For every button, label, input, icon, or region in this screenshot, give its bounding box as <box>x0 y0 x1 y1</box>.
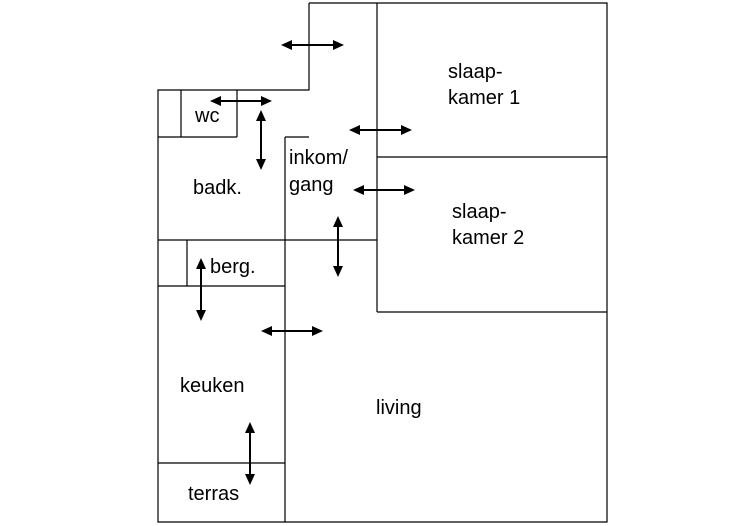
outer-wall <box>157 2 608 523</box>
label-living: living <box>376 397 422 419</box>
arrow-keuken-living <box>261 326 323 336</box>
arrowhead <box>281 40 292 50</box>
arrowhead <box>245 474 255 485</box>
label-inkom-line-1: inkom/ <box>289 147 348 169</box>
arrow-berg-keuken <box>196 258 206 321</box>
label-badk: badk. <box>193 177 242 199</box>
arrowhead <box>210 96 221 106</box>
arrowhead <box>401 125 412 135</box>
arrowhead <box>333 216 343 227</box>
arrow-top-corridor <box>281 40 344 50</box>
label-inkom-line-2: gang <box>289 174 334 196</box>
arrow-keuken-terras <box>245 422 255 485</box>
walls <box>157 2 608 523</box>
label-slaapkamer-2-line-1: slaap- <box>452 201 506 223</box>
arrow-wc-badk <box>256 110 266 170</box>
arrowhead <box>404 185 415 195</box>
arrow-inkom-living <box>333 216 343 277</box>
arrowhead <box>312 326 323 336</box>
arrowhead <box>261 96 272 106</box>
label-slaapkamer-1-line-1: slaap- <box>448 61 502 83</box>
arrowhead <box>333 40 344 50</box>
label-slaapkamer-2-line-2: kamer 2 <box>452 227 524 249</box>
label-slaapkamer-1-line-2: kamer 1 <box>448 87 520 109</box>
arrowhead <box>196 310 206 321</box>
arrowhead <box>196 258 206 269</box>
arrowhead <box>256 110 266 121</box>
label-keuken: keuken <box>180 375 245 397</box>
arrowhead <box>349 125 360 135</box>
label-wc: wc <box>194 105 219 127</box>
arrow-slaapkamer-1 <box>349 125 412 135</box>
arrow-wc <box>210 96 272 106</box>
arrowhead <box>353 185 364 195</box>
room-labels: slaap- kamer 1 slaap- kamer 2 wc inkom/ … <box>180 61 524 505</box>
arrowhead <box>245 422 255 433</box>
label-terras: terras <box>188 483 239 505</box>
arrowhead <box>333 266 343 277</box>
door-arrows <box>196 40 415 485</box>
label-berg: berg. <box>210 256 256 278</box>
arrow-slaapkamer-2 <box>353 185 415 195</box>
arrowhead <box>256 159 266 170</box>
arrowhead <box>261 326 272 336</box>
